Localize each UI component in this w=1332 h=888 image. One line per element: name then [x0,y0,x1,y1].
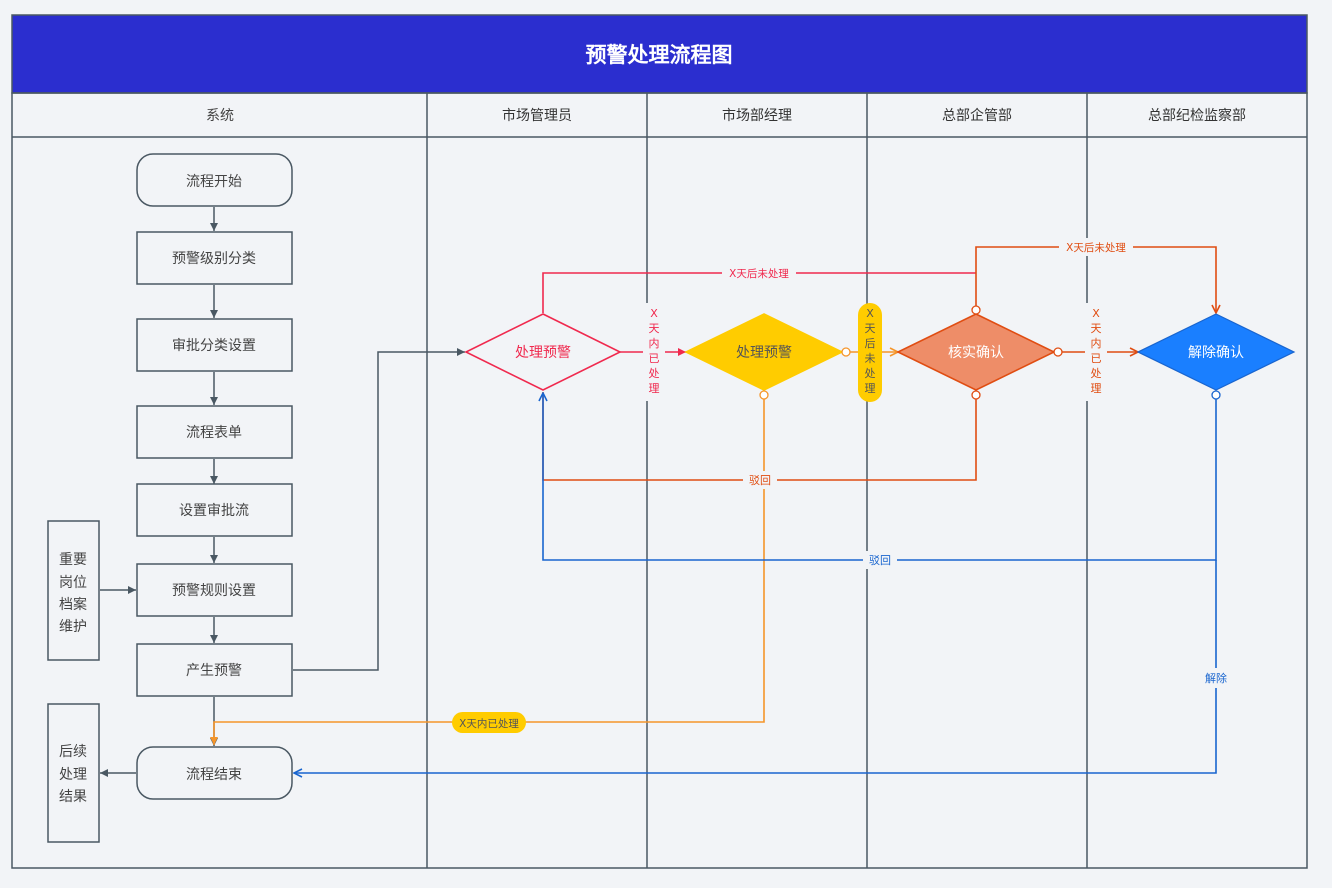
lane-header-hq-management: 总部企管部 [942,107,1012,124]
node-admin-handle-label: 处理预警 [515,345,571,361]
label-char: 内 [1091,336,1102,350]
node-manager-handle-label: 处理预警 [736,345,792,361]
edge-label-bg [1199,668,1233,688]
lane-header-system: 系统 [206,108,234,124]
label-line: 重要 [59,552,87,568]
node-rule-setting[interactable] [136,563,293,617]
edge-label-bg [1085,303,1107,401]
label-line: 结果 [59,789,87,805]
edge-label-admin-done-within: X 天 内 已 处 理 [649,307,660,395]
node-start[interactable] [136,153,293,207]
node-approval-classify[interactable] [136,318,293,372]
edge-admin-timeout [542,272,976,313]
lane-header-hq-inspection: 总部纪检监察部 [1148,107,1246,124]
label-line: 档案 [59,596,87,613]
label-char: 已 [1091,352,1102,365]
label-char: X [650,307,658,320]
node-generate-alert[interactable] [136,643,293,697]
label-char: 天 [865,322,876,335]
node-process-form[interactable] [136,405,293,459]
edge-label-reject-release: 驳回 [869,554,891,567]
node-rule-setting-label: 预警规则设置 [172,583,256,599]
label-line: 维护 [59,619,87,635]
edge-label-admin-timeout: X天后未处理 [729,268,789,280]
connector-port [1053,347,1063,357]
lanes-frame [11,92,1308,869]
label-char: 后 [865,337,876,350]
node-approval-classify-label: 审批分类设置 [172,338,256,354]
edge-label-bg [743,471,777,489]
label-line: 处理 [59,767,87,783]
connector-port [759,390,769,400]
edge-label-release: 解除 [1205,671,1227,685]
edge-label-pill [452,712,526,733]
label-line: 后续 [59,743,87,760]
label-char: 处 [1091,367,1102,380]
connector-port [971,390,981,400]
label-char: 天 [649,322,660,335]
edge-label-reject-verify: 驳回 [749,474,771,487]
edge-label-manager-timeout: X 天 后 未 处 理 [865,307,876,395]
edge-verify-reject [542,392,977,481]
edge-release-to-end [294,560,1217,773]
node-level-classify-label: 预警级别分类 [172,251,256,267]
label-char: 处 [649,367,660,380]
label-char: 内 [649,336,660,350]
node-end[interactable] [136,746,293,800]
edge-manager-done-to-end [210,395,765,745]
node-key-position-label: 重要 岗位 档案 维护 [59,552,87,635]
edge-label-bg [643,303,665,401]
label-char: 未 [865,352,876,365]
label-char: 理 [649,382,660,395]
edge-label-bg [1059,238,1133,256]
node-approval-flow[interactable] [136,483,293,537]
node-end-label: 流程结束 [186,767,242,783]
diagram-title: 预警处理流程图 [586,43,733,67]
header-bar [11,14,1308,94]
edge-label-manager-done-within: X天内已处理 [459,717,519,730]
node-follow-up[interactable] [47,703,100,843]
node-admin-handle[interactable] [464,313,622,391]
node-generate-alert-label: 产生预警 [186,663,242,679]
label-line: 岗位 [59,575,87,591]
label-char: 理 [865,382,876,395]
label-char: X [1092,307,1100,320]
label-char: 天 [1091,322,1102,335]
node-follow-up-label: 后续 处理 结果 [59,743,87,805]
lane-header-market-admin: 市场管理员 [502,107,572,124]
node-key-position[interactable] [47,520,100,661]
edge-label-bg [722,264,796,282]
connector-port [841,347,851,357]
label-char: 已 [649,352,660,365]
edge-label-verify-timeout: X天后未处理 [1066,242,1126,254]
edge-label-verify-done-within: X 天 内 已 处 理 [1091,307,1102,395]
node-process-form-label: 流程表单 [186,425,242,441]
node-release-confirm-label: 解除确认 [1188,345,1244,361]
node-level-classify[interactable] [136,231,293,285]
label-char: 处 [865,367,876,380]
connector-port [1211,390,1221,400]
edge-label-pill [858,303,882,402]
node-approval-flow-label: 设置审批流 [179,503,249,519]
edge-release-reject [543,393,1217,561]
node-verify-label: 核实确认 [948,345,1004,361]
lane-header-market-manager: 市场部经理 [722,107,792,124]
connector-port [971,305,981,315]
edge-generate-to-admin [293,348,465,671]
node-release-confirm[interactable] [1136,313,1296,391]
label-char: X [866,307,874,320]
node-start-label: 流程开始 [186,174,242,190]
node-manager-handle[interactable] [684,313,844,391]
edge-label-bg [863,551,897,569]
label-char: 理 [1091,382,1102,395]
node-verify[interactable] [896,313,1056,391]
